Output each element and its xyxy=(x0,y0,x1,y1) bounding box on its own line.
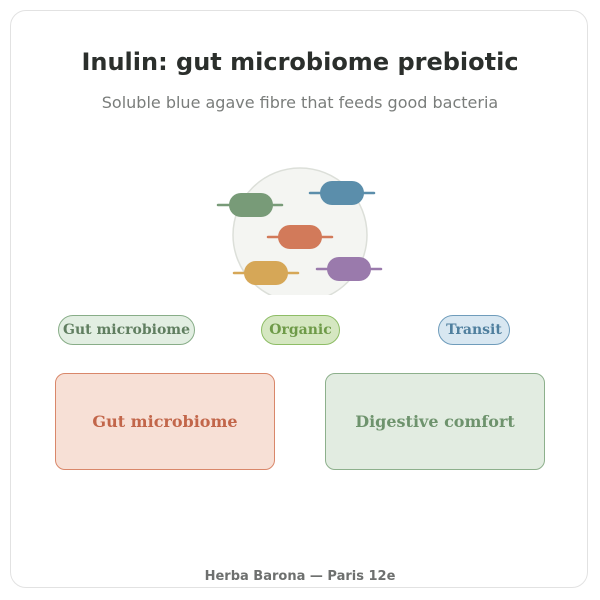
bacteria-cluster-icon xyxy=(216,167,383,295)
footer-brand: Herba Barona — Paris 12e xyxy=(204,569,396,584)
benefit-box-gut-microbiome: Gut microbiome xyxy=(55,373,275,470)
tag-gut-microbiome: Gut microbiome xyxy=(58,315,195,345)
tag-organic: Organic xyxy=(261,315,340,345)
bacterium-blue-icon xyxy=(308,181,376,205)
bacterium-yellow-icon xyxy=(232,261,300,285)
infographic-card xyxy=(10,10,588,588)
tag-transit: Transit xyxy=(438,315,510,345)
page-subtitle: Soluble blue agave fibre that feeds good… xyxy=(101,93,499,112)
page-title: Inulin: gut microbiome prebiotic xyxy=(81,48,519,76)
bacterium-orange-icon xyxy=(266,225,334,249)
benefit-box-digestive-comfort: Digestive comfort xyxy=(325,373,545,470)
bacterium-purple-icon xyxy=(315,257,383,281)
bacterium-green-icon xyxy=(216,193,284,217)
